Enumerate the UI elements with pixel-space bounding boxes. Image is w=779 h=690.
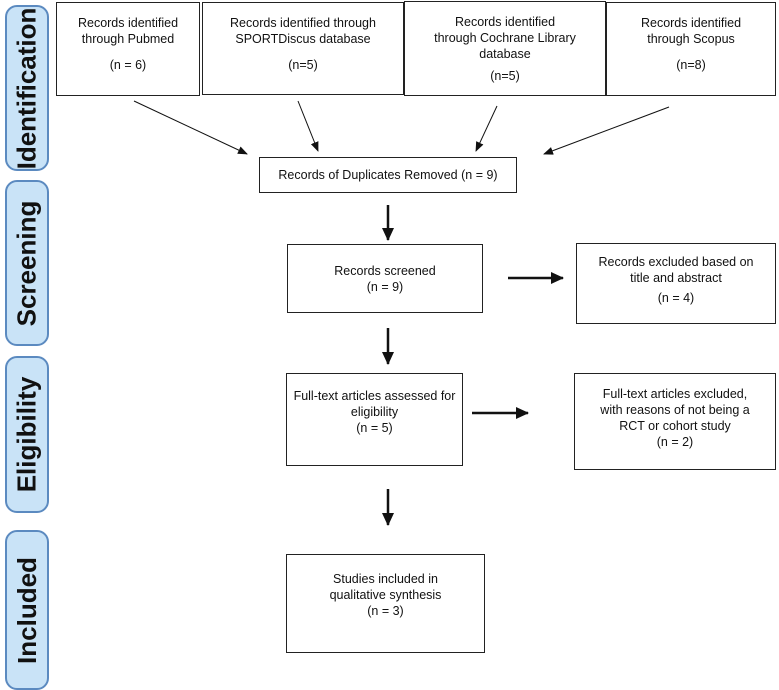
included-line2: qualitative synthesis bbox=[329, 588, 442, 602]
fulltext-excluded-count: (n = 2) bbox=[656, 435, 694, 449]
fulltext-excluded-line1: Full-text articles excluded, bbox=[602, 387, 748, 401]
box-records-excluded: Records excluded based on title and abst… bbox=[576, 243, 776, 324]
cochrane-line3: database bbox=[479, 47, 531, 61]
scopus-count: (n=8) bbox=[676, 58, 706, 72]
box-fulltext-excluded: Full-text articles excluded, with reason… bbox=[574, 373, 776, 470]
pubmed-count: (n = 6) bbox=[109, 58, 147, 72]
stage-eligibility: Eligibility bbox=[5, 356, 49, 513]
box-scopus: Records identified through Scopus (n=8) bbox=[606, 2, 776, 96]
scopus-line1: Records identified bbox=[640, 16, 742, 30]
fulltext-excluded-line3: RCT or cohort study bbox=[619, 419, 731, 433]
screened-count: (n = 9) bbox=[366, 280, 404, 294]
sportdiscus-line2: SPORTDiscus database bbox=[235, 32, 371, 46]
stage-identification: Identification bbox=[5, 5, 49, 171]
box-pubmed: Records identified through Pubmed (n = 6… bbox=[56, 2, 200, 96]
box-sportdiscus: Records identified through SPORTDiscus d… bbox=[202, 2, 404, 95]
arrow-cochrane-to-duplicates bbox=[475, 105, 498, 152]
excluded-title-line2: title and abstract bbox=[630, 271, 722, 285]
pubmed-line2: through Pubmed bbox=[81, 32, 175, 46]
sportdiscus-line1: Records identified through bbox=[230, 16, 376, 30]
included-line1: Studies included in bbox=[333, 572, 438, 586]
scopus-line2: through Scopus bbox=[647, 32, 735, 46]
box-records-screened: Records screened (n = 9) bbox=[287, 244, 483, 313]
stage-screening: Screening bbox=[5, 180, 49, 346]
box-studies-included: Studies included in qualitative synthesi… bbox=[286, 554, 485, 653]
sportdiscus-count: (n=5) bbox=[288, 58, 318, 72]
fulltext-assessed-line1: Full-text articles assessed for bbox=[293, 389, 456, 403]
cochrane-line2: through Cochrane Library bbox=[434, 31, 576, 45]
arrow-pubmed-to-duplicates bbox=[133, 100, 248, 155]
box-duplicates-removed: Records of Duplicates Removed (n = 9) bbox=[259, 157, 517, 193]
cochrane-count: (n=5) bbox=[490, 69, 520, 83]
stage-included: Included bbox=[5, 530, 49, 690]
arrow-scopus-to-duplicates bbox=[543, 106, 670, 155]
fulltext-assessed-line2: eligibility bbox=[350, 405, 399, 419]
pubmed-line1: Records identified bbox=[77, 16, 179, 30]
box-cochrane: Records identified through Cochrane Libr… bbox=[404, 1, 606, 96]
excluded-title-line1: Records excluded based on bbox=[598, 255, 754, 269]
cochrane-line1: Records identified bbox=[454, 15, 556, 29]
included-count: (n = 3) bbox=[367, 604, 404, 618]
excluded-title-count: (n = 4) bbox=[657, 291, 695, 305]
duplicates-text: Records of Duplicates Removed (n = 9) bbox=[278, 168, 498, 182]
fulltext-excluded-line2: with reasons of not being a bbox=[600, 403, 750, 417]
arrow-sportdiscus-to-duplicates bbox=[297, 100, 319, 152]
screened-line1: Records screened bbox=[334, 264, 436, 278]
fulltext-assessed-count: (n = 5) bbox=[356, 421, 393, 435]
box-fulltext-assessed: Full-text articles assessed for eligibil… bbox=[286, 373, 463, 466]
